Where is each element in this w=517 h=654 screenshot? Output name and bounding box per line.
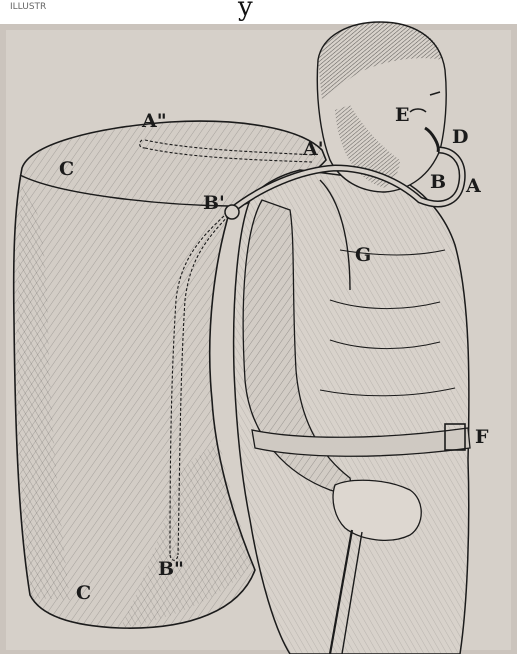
- label-a-prime: A': [303, 140, 324, 159]
- label-f: F: [475, 428, 489, 447]
- label-d: D: [452, 128, 468, 147]
- label-a-double-prime: A": [142, 112, 167, 131]
- label-b-prime: B': [203, 194, 225, 213]
- label-b: B: [430, 173, 446, 192]
- label-e: E: [395, 106, 409, 125]
- man-figure: [234, 170, 470, 654]
- label-b-double-prime: B": [158, 560, 184, 579]
- label-g: G: [355, 246, 371, 265]
- label-c-bottom: C: [76, 584, 91, 603]
- label-a: A: [466, 177, 481, 196]
- label-c-top: C: [59, 160, 74, 179]
